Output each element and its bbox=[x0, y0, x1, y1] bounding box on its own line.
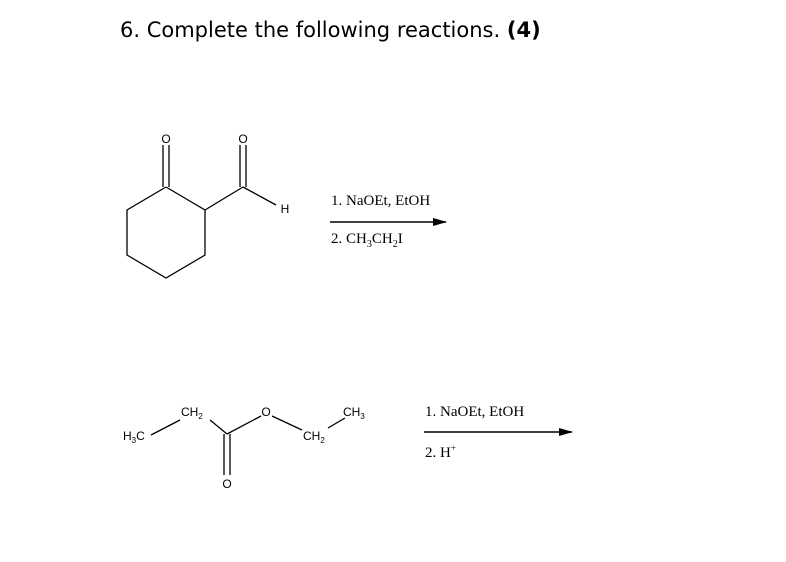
methyl-left-label: H3C bbox=[123, 429, 145, 445]
methylene-left-label: CH2 bbox=[181, 405, 203, 421]
aldehyde-hydrogen-label: H bbox=[281, 202, 290, 216]
question-points: (4) bbox=[506, 18, 541, 42]
reaction1-structure bbox=[126, 145, 277, 279]
reaction1-condition-step2: 2. CH3CH2I bbox=[331, 231, 403, 250]
reaction1-condition-step1: 1. NaOEt, EtOH bbox=[331, 193, 430, 209]
reaction2-condition-step2: 2. H+ bbox=[425, 443, 456, 461]
reaction2-structure bbox=[150, 415, 346, 475]
question-title: 6. Complete the following reactions. (4) bbox=[120, 18, 541, 42]
methyl-right-label: CH3 bbox=[343, 405, 365, 421]
aldehyde-oxygen-label: O bbox=[238, 132, 247, 146]
methylene-right-label: CH2 bbox=[303, 429, 325, 445]
cyclohexane-ring bbox=[126, 186, 206, 279]
ketone-oxygen-label: O bbox=[161, 132, 170, 146]
question-text: 6. Complete the following reactions. bbox=[120, 18, 501, 42]
carbonyl-oxygen-label: O bbox=[222, 477, 231, 491]
ester-oxygen-label: O bbox=[261, 405, 270, 419]
reaction2-condition-step1: 1. NaOEt, EtOH bbox=[425, 404, 524, 420]
